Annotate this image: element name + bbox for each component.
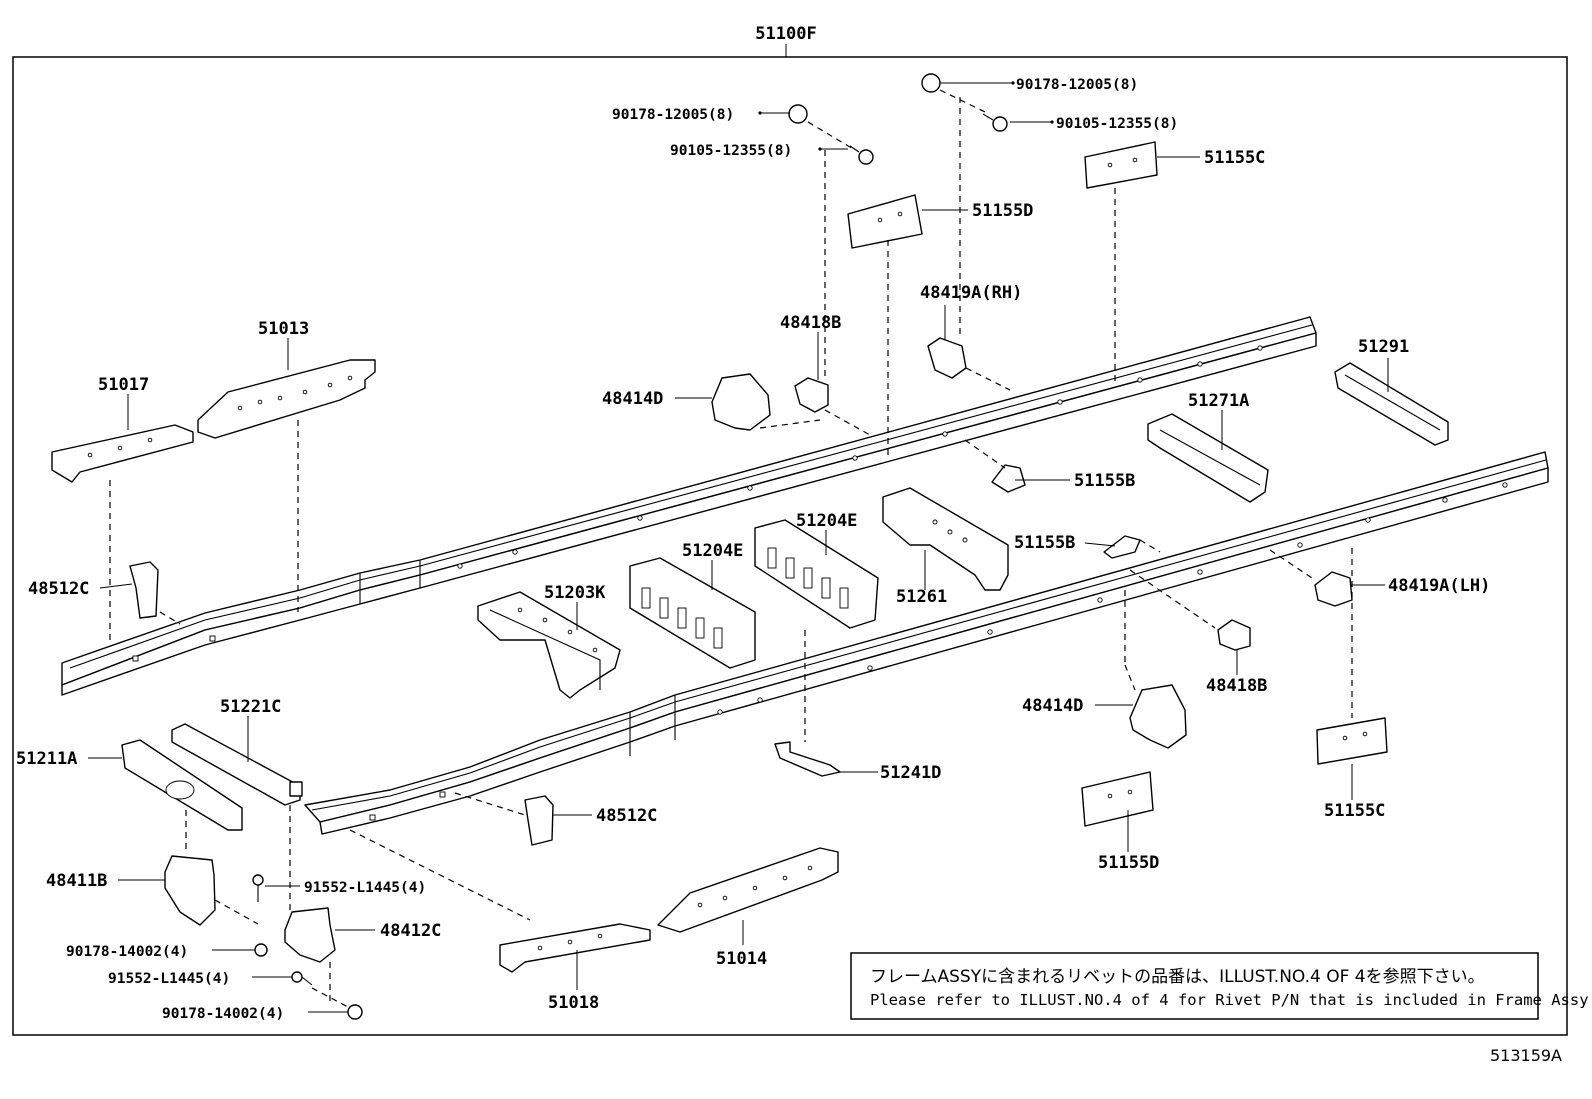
label-51018[interactable]: 51018 <box>548 993 599 1013</box>
crossmember-51204e-right[interactable] <box>754 519 879 629</box>
label-51155c-top[interactable]: 51155C <box>1204 148 1265 168</box>
bracket-48414d-top[interactable] <box>711 373 771 431</box>
bolt-91552-a[interactable] <box>252 874 264 902</box>
crossmember-51203k[interactable] <box>477 591 621 699</box>
label-48419a-lh[interactable]: 48419A(LH) <box>1388 576 1490 596</box>
label-48512c-left[interactable]: 48512C <box>28 579 89 599</box>
label-51261[interactable]: 51261 <box>896 587 947 607</box>
crossmember-51291[interactable] <box>1334 362 1449 446</box>
label-48411b[interactable]: 48411B <box>46 871 107 891</box>
bracket-48512c-left[interactable] <box>129 561 159 619</box>
reinforcement-51018[interactable] <box>499 923 651 973</box>
reinforcement-51014[interactable] <box>657 847 839 933</box>
label-91552-l1445-a[interactable]: 91552-L1445(4) <box>304 880 426 896</box>
nut-90178-14002-b[interactable] <box>347 1004 363 1020</box>
bracket-51241d[interactable] <box>774 741 841 777</box>
bracket-48418b-bottom[interactable] <box>1217 619 1251 651</box>
bracket-48419a-lh[interactable] <box>1314 571 1353 607</box>
plate-51155d-top[interactable] <box>847 194 923 249</box>
plate-51155c-top[interactable] <box>1084 141 1158 189</box>
crossmember-51271a[interactable] <box>1147 413 1269 503</box>
crossmember-51204e-left[interactable] <box>629 557 756 669</box>
label-48414d-bottom[interactable]: 48414D <box>1022 696 1083 716</box>
bracket-48411b[interactable] <box>164 855 216 926</box>
side-rail-upper[interactable] <box>61 316 1317 696</box>
label-51271a[interactable]: 51271A <box>1188 391 1249 411</box>
plate-51155c-bottom[interactable] <box>1316 717 1388 765</box>
label-51155d-top[interactable]: 51155D <box>972 201 1033 221</box>
label-91552-l1445-b[interactable]: 91552-L1445(4) <box>108 971 230 987</box>
plate-51155d-bottom[interactable] <box>1081 771 1154 827</box>
bracket-48512c-bottom[interactable] <box>524 795 554 846</box>
label-90178-12005-b[interactable]: 90178-12005(8) <box>1016 77 1138 93</box>
nut-90178-12005-a[interactable] <box>788 104 808 124</box>
label-51211a[interactable]: 51211A <box>16 749 77 769</box>
figure-code: 513159A <box>1490 1046 1562 1065</box>
label-90178-14002-a[interactable]: 90178-14002(4) <box>66 944 188 960</box>
nut-90178-12005-b[interactable] <box>921 73 941 93</box>
label-48418b-top[interactable]: 48418B <box>780 313 841 333</box>
bracket-48418b-top[interactable] <box>794 377 829 413</box>
label-51241d[interactable]: 51241D <box>880 763 941 783</box>
bolt-90105-12355-b[interactable] <box>982 113 1008 132</box>
assembly-label[interactable]: 51100F <box>755 24 816 44</box>
label-48412c[interactable]: 48412C <box>380 921 441 941</box>
diagram-border <box>12 56 1568 1036</box>
label-51014[interactable]: 51014 <box>716 949 767 969</box>
crossmember-51211a[interactable] <box>121 739 243 831</box>
label-51013[interactable]: 51013 <box>258 319 309 339</box>
bracket-48419a-rh[interactable] <box>927 337 967 379</box>
label-48418b-bottom[interactable]: 48418B <box>1206 676 1267 696</box>
bracket-51155b-b[interactable] <box>1103 535 1141 559</box>
label-51155b-a[interactable]: 51155B <box>1074 471 1135 491</box>
note-line-en: Please refer to ILLUST.NO.4 of 4 for Riv… <box>870 991 1589 1009</box>
label-90105-12355-b[interactable]: 90105-12355(8) <box>1056 116 1178 132</box>
label-90178-14002-b[interactable]: 90178-14002(4) <box>162 1006 284 1022</box>
label-90178-12005-a[interactable]: 90178-12005(8) <box>612 107 734 123</box>
leader-lines <box>88 81 1389 1013</box>
nut-90178-14002-a[interactable] <box>254 943 268 957</box>
bracket-51013[interactable] <box>197 359 376 439</box>
label-48414d-top[interactable]: 48414D <box>602 389 663 409</box>
label-51155d-bottom[interactable]: 51155D <box>1098 853 1159 873</box>
bolt-90105-12355-a[interactable] <box>849 145 874 165</box>
label-51204e-b[interactable]: 51204E <box>796 511 857 531</box>
bracket-48412c[interactable] <box>284 907 336 963</box>
side-rail-lower[interactable] <box>304 451 1549 835</box>
label-51221c[interactable]: 51221C <box>220 697 281 717</box>
label-51017[interactable]: 51017 <box>98 375 149 395</box>
rivet-note-box: フレームASSYに含まれるリベットの品番は、ILLUST.NO.4 OF 4を参… <box>850 952 1589 1020</box>
crossmember-51261[interactable] <box>882 487 1009 591</box>
crossmember-51221c[interactable] <box>171 723 303 806</box>
assembly-guide-lines <box>109 89 1353 1009</box>
bolt-91552-b[interactable] <box>291 971 313 986</box>
label-90105-12355-a[interactable]: 90105-12355(8) <box>670 143 792 159</box>
label-48512c-bottom[interactable]: 48512C <box>596 806 657 826</box>
label-51291[interactable]: 51291 <box>1358 337 1409 357</box>
label-51203k[interactable]: 51203K <box>544 583 606 603</box>
label-48419a-rh[interactable]: 48419A(RH) <box>920 283 1022 303</box>
bracket-51017[interactable] <box>51 424 194 483</box>
label-51204e-a[interactable]: 51204E <box>682 541 743 561</box>
label-51155c-bottom[interactable]: 51155C <box>1324 801 1385 821</box>
bracket-48414d-bottom[interactable] <box>1129 684 1187 749</box>
bracket-51155b-a[interactable] <box>991 464 1026 493</box>
part-labels: 90178-12005(8) 90105-12355(8) 90178-1200… <box>16 77 1490 1022</box>
label-51155b-b[interactable]: 51155B <box>1014 533 1075 553</box>
note-line-jp: フレームASSYに含まれるリベットの品番は、ILLUST.NO.4 OF 4を参… <box>870 967 1485 987</box>
